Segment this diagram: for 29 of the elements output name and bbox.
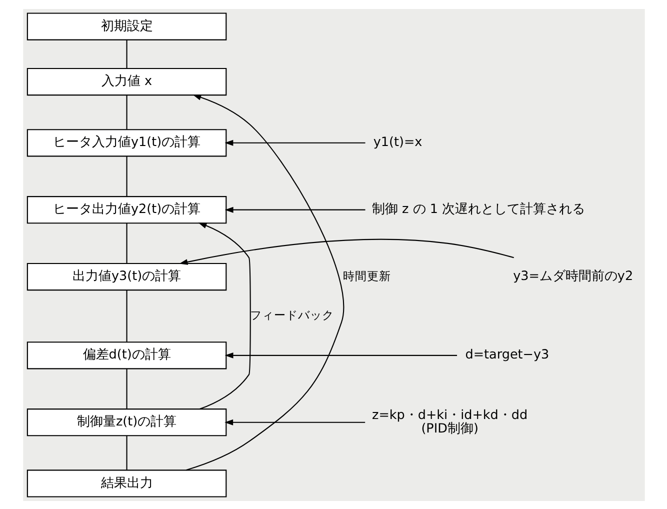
node-text: y3=ムダ時間前のy2 [512, 268, 633, 284]
node-text: d=target−y3 [464, 347, 549, 362]
node-text: z=kp・d+ki・id+kd・dd (PID制御) [372, 407, 528, 436]
node-text: 制御 z の 1 次遅れとして計算される [372, 202, 585, 217]
connector [126, 94, 127, 129]
node-box: 制御量z(t)の計算 [26, 408, 226, 436]
arrow [224, 418, 365, 425]
node-box: 初期設定 [26, 12, 226, 40]
node-box: 出力値y3(t)の計算 [26, 262, 226, 290]
arrow [224, 139, 365, 146]
node-box: ヒータ入力値y1(t)の計算 [26, 128, 226, 156]
edge-label: フィードバック [250, 308, 334, 322]
arrow [224, 206, 365, 212]
arrow [224, 352, 457, 358]
connector [126, 222, 127, 263]
node-box: 偏差d(t)の計算 [26, 341, 226, 369]
arrow [185, 94, 344, 470]
node-box: 結果出力 [26, 469, 226, 497]
node-box: 入力値 x [26, 67, 226, 96]
connector [126, 435, 127, 470]
edge-label: 時間更新 [342, 268, 390, 282]
connector [126, 156, 127, 196]
arrow [178, 238, 514, 264]
node-text: y1(t)=x [372, 134, 422, 150]
connector [126, 290, 127, 342]
connector [126, 39, 127, 68]
node-box: ヒータ出力値y2(t)の計算 [26, 196, 226, 224]
arrow [198, 222, 250, 410]
connector [126, 368, 127, 408]
